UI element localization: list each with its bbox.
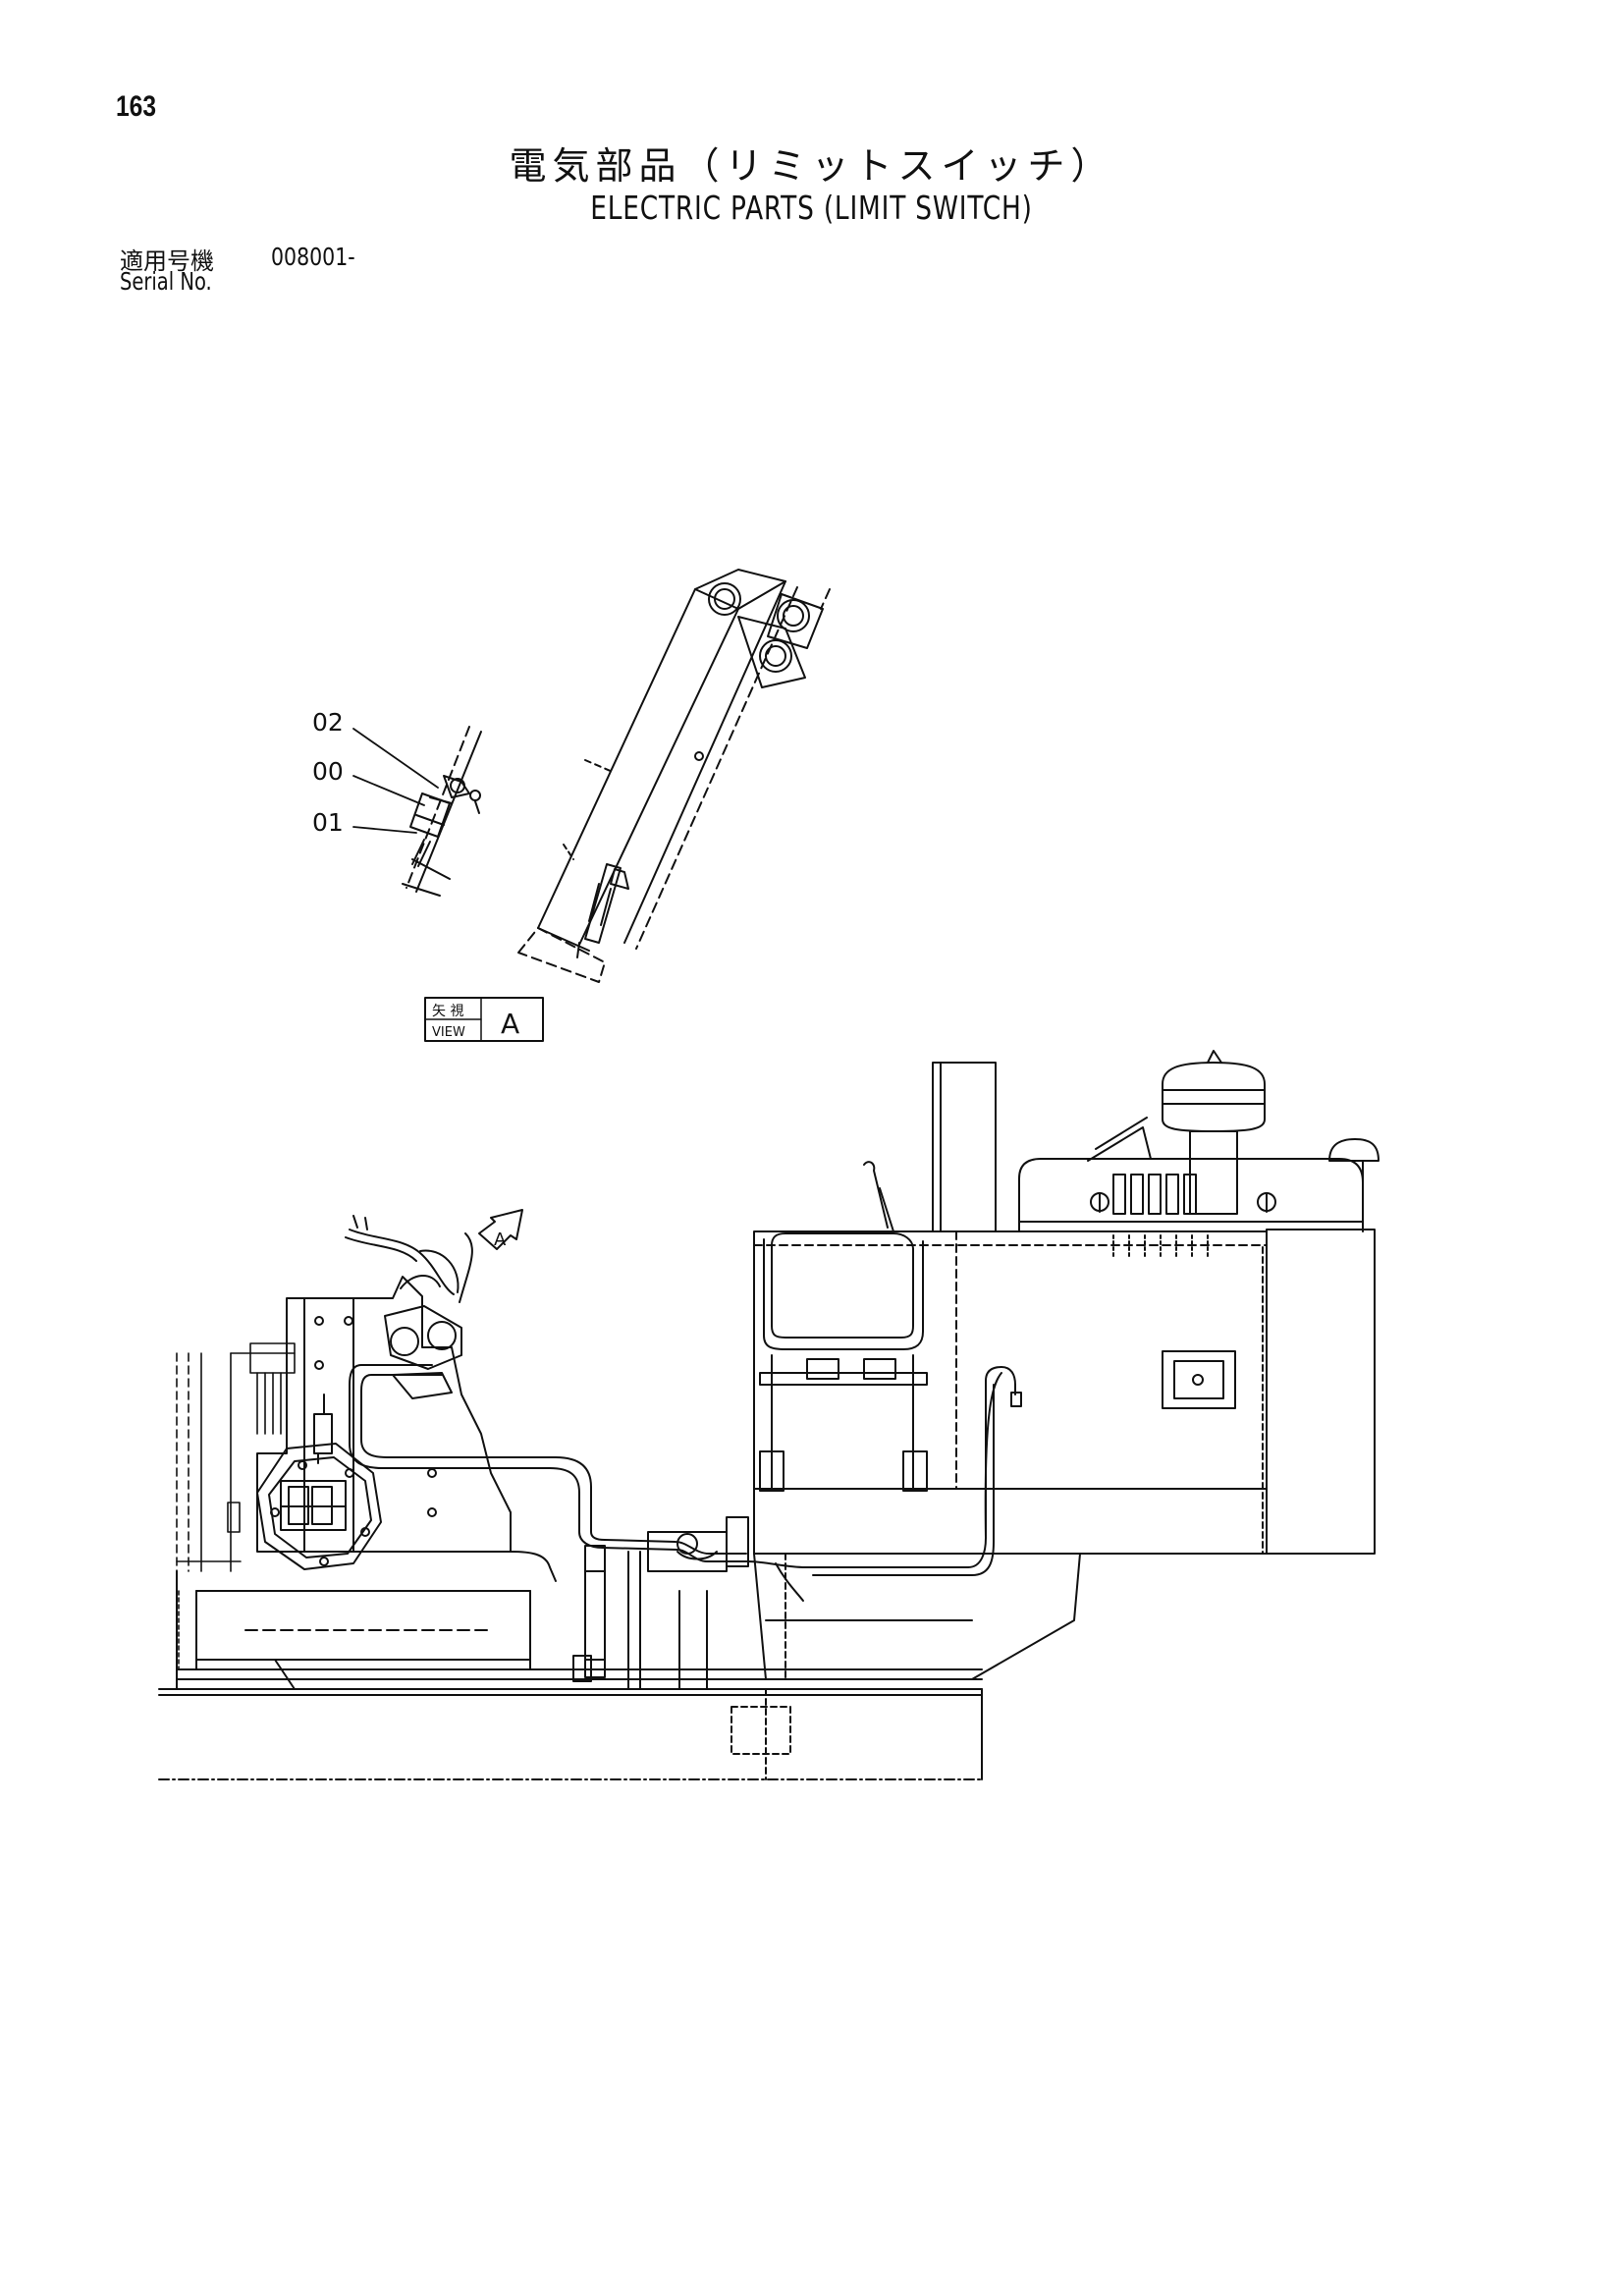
- callout-01: 01: [312, 808, 344, 837]
- base-frame: [158, 1570, 983, 1780]
- callout-02: 02: [312, 708, 344, 737]
- view-direction-arrow: A: [478, 1209, 523, 1250]
- machine-side-view: A: [158, 1050, 1380, 1780]
- view-label-letter: A: [501, 1008, 519, 1040]
- engine-cable: [984, 1372, 1002, 1539]
- view-a-label-box: 矢 視 VIEW A: [424, 997, 544, 1042]
- view-label-english: VIEW: [432, 1025, 465, 1040]
- limit-switch-assembly: [402, 726, 482, 897]
- page-title-english: ELECTRIC PARTS (LIMIT SWITCH): [590, 189, 1033, 227]
- serial-number-value: 008001-: [271, 243, 355, 271]
- detail-view-a: 02 00 01 矢 視 VIEW A: [312, 569, 831, 1042]
- callout-00: 00: [312, 757, 344, 786]
- page-title-japanese: 電気部品（リミットスイッチ）: [509, 144, 1114, 188]
- left-frame: [176, 1342, 296, 1670]
- serial-label-english: Serial No.: [120, 267, 212, 296]
- boom-beam: [517, 569, 831, 983]
- callout-leaders: [352, 728, 439, 834]
- upper-structure: [256, 1276, 512, 1570]
- page-number: 163: [116, 90, 157, 123]
- engine-cover: [753, 1062, 1376, 1680]
- view-label-japanese: 矢 視: [432, 1004, 463, 1019]
- cylinder-assembly: [572, 1516, 749, 1690]
- hydraulic-lines: [349, 1232, 1022, 1602]
- engine-hood-top: [1018, 1050, 1380, 1260]
- serial-label-japanese: 適用号機: [120, 247, 214, 275]
- valve-block: [345, 1215, 462, 1399]
- view-arrow-letter: A: [494, 1230, 507, 1250]
